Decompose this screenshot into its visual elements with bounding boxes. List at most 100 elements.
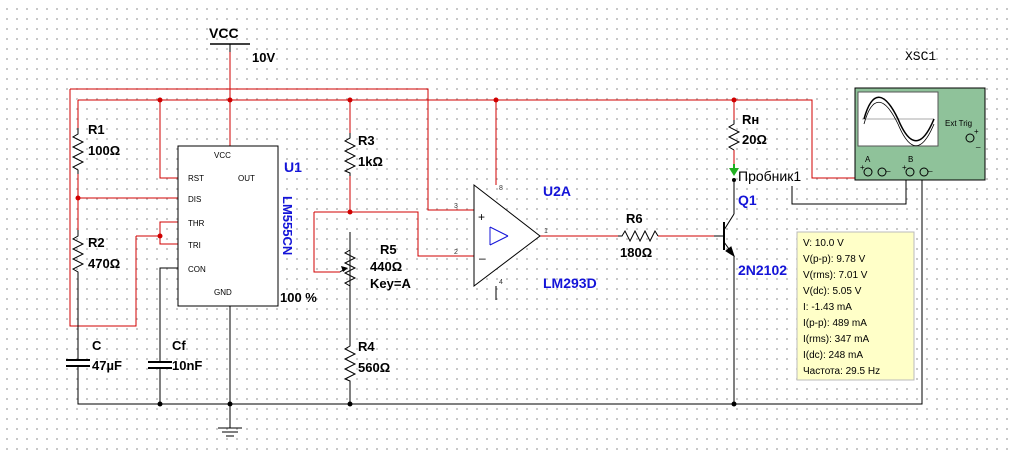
r1-value: 100Ω xyxy=(88,143,120,158)
probe-readout-panel: V: 10.0 V V(p-p): 9.78 V V(rms): 7.01 V … xyxy=(796,231,915,381)
u1-pin-tri: TRI xyxy=(188,241,201,250)
wire-top-rail xyxy=(78,99,868,179)
r5-value: 440Ω xyxy=(370,259,402,274)
wire-top-left-loop xyxy=(70,88,474,211)
xsc1-ext-minus: _ xyxy=(975,139,981,148)
readout-vdc: V(dc): 5.05 V xyxy=(803,286,862,297)
cf-capacitor[interactable] xyxy=(148,350,172,376)
u2a-comparator[interactable]: + – 3 2 8 4 1 xyxy=(454,183,548,288)
xsc1-ext-trig-terminal[interactable] xyxy=(965,133,975,143)
r3-value: 1kΩ xyxy=(358,154,383,169)
vcc-label: VCC xyxy=(209,25,239,41)
xsc1-b-minus-terminal[interactable] xyxy=(919,167,929,177)
u2a-plus-sign: + xyxy=(478,210,485,224)
r1-resistor[interactable] xyxy=(71,128,85,174)
r4-value: 560Ω xyxy=(358,360,390,375)
junction-dots-black xyxy=(157,401,737,407)
u2a-pin-2: 2 xyxy=(454,249,458,256)
wire-r5-wiper xyxy=(313,212,340,273)
xsc1-channel-b: B xyxy=(908,155,913,164)
xsc1-ext-plus: + xyxy=(974,127,979,136)
xsc1-screen-sine-icon xyxy=(863,96,935,142)
r2-value: 470Ω xyxy=(88,256,120,271)
r6-ref: R6 xyxy=(626,211,643,226)
q1-model: 2N2102 xyxy=(738,262,787,278)
c-ref: C xyxy=(92,338,102,353)
r6-value: 180Ω xyxy=(620,245,652,260)
rn-resistor[interactable] xyxy=(727,120,741,151)
wire-left-outer xyxy=(69,89,137,327)
cf-value: 10nF xyxy=(172,358,202,373)
r4-ref: R4 xyxy=(358,339,375,354)
wire-rst xyxy=(159,100,178,179)
xsc1-a-plus: + xyxy=(860,163,865,172)
xsc1-ext-trig: Ext Trig xyxy=(945,119,972,128)
xsc1-channel-a: A xyxy=(865,155,871,164)
xsc1-a-minus: _ xyxy=(885,163,891,172)
u1-ref: U1 xyxy=(284,159,302,175)
u2a-pin-4: 4 xyxy=(499,279,503,286)
black-wires xyxy=(77,178,923,428)
wire-thr xyxy=(136,221,178,237)
xsc1-a-plus-terminal[interactable] xyxy=(863,167,873,177)
u1-model: LM555CN xyxy=(280,196,295,255)
readout-frequency: Частота: 29.5 Hz xyxy=(803,366,880,377)
u1-pin-rst: RST xyxy=(188,174,204,183)
u1-pin-gnd: GND xyxy=(214,288,232,297)
xsc1-a-minus-terminal[interactable] xyxy=(877,167,887,177)
u1-pin-vcc: VCC xyxy=(214,151,231,160)
u1-pin-con: CON xyxy=(188,265,206,274)
r1-ref: R1 xyxy=(88,122,105,137)
xsc1-label: XSC1 xyxy=(905,49,936,64)
u1-pin-thr: THR xyxy=(188,219,205,228)
r5-key: Key=A xyxy=(370,276,411,291)
r4-resistor[interactable] xyxy=(343,340,357,384)
q1-ref: Q1 xyxy=(738,192,757,208)
cf-ref: Cf xyxy=(172,338,186,353)
u2a-pin-8: 8 xyxy=(499,185,503,192)
readout-v: V: 10.0 V xyxy=(803,238,844,249)
xsc1-b-minus: _ xyxy=(927,163,933,172)
xsc1-b-plus-terminal[interactable] xyxy=(905,167,915,177)
readout-ipp: I(p-p): 489 mA xyxy=(803,318,867,329)
r5-potentiometer[interactable] xyxy=(343,232,357,292)
r5-ref: R5 xyxy=(380,242,397,257)
u1-pin-dis: DIS xyxy=(188,195,201,204)
c-value: 47µF xyxy=(92,358,122,373)
wire-to-inv xyxy=(314,211,474,257)
u2a-minus-sign: – xyxy=(479,251,486,265)
u1-555-timer[interactable]: VCC RST OUT DIS THR TRI CON GND U1 LM555… xyxy=(177,145,317,307)
readout-i: I: -1.43 mA xyxy=(803,302,852,313)
wire-probe-scope-b xyxy=(791,178,907,205)
rn-ref: Rн xyxy=(742,112,759,127)
r3-ref: R3 xyxy=(358,133,375,148)
wire-con-cf xyxy=(159,267,178,350)
red-wires xyxy=(69,52,868,327)
rn-value: 20Ω xyxy=(742,132,767,147)
c-capacitor[interactable] xyxy=(66,346,90,376)
vcc-symbol[interactable]: VCC 10V xyxy=(209,25,275,65)
ground-symbol xyxy=(218,427,242,437)
r2-ref: R2 xyxy=(88,235,105,250)
readout-vrms: V(rms): 7.01 V xyxy=(803,270,868,281)
readout-irms: I(rms): 347 mA xyxy=(803,334,869,345)
xsc1-oscilloscope[interactable]: Ext Trig + _ A B + _ + _ xyxy=(854,87,986,181)
u2a-model: LM293D xyxy=(543,275,597,291)
readout-idc: I(dc): 248 mA xyxy=(803,350,863,361)
r2-resistor[interactable] xyxy=(71,230,85,276)
r3-resistor[interactable] xyxy=(343,133,357,176)
xsc1-b-plus: + xyxy=(902,163,907,172)
u2a-pin-1: 1 xyxy=(544,228,548,235)
u1-pin-out: OUT xyxy=(238,174,255,183)
wire-ground-rail xyxy=(77,178,923,405)
r5-percent: 100 % xyxy=(280,290,317,305)
vcc-value: 10V xyxy=(252,50,275,65)
u2a-pin-3: 3 xyxy=(454,203,458,210)
readout-vpp: V(p-p): 9.78 V xyxy=(803,254,866,265)
r6-resistor[interactable] xyxy=(618,229,659,243)
probe-marker[interactable] xyxy=(729,164,739,182)
q1-transistor[interactable] xyxy=(714,213,735,258)
u2a-ref: U2A xyxy=(543,183,571,199)
wire-tri xyxy=(159,236,178,245)
